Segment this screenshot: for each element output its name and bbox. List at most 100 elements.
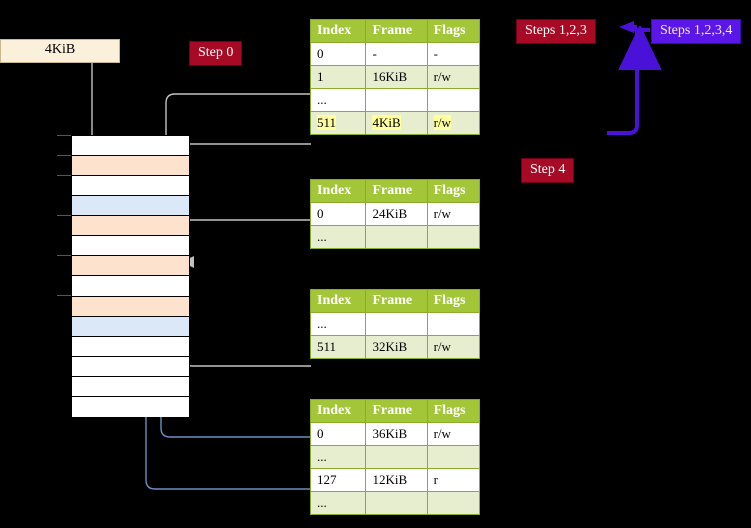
cell-index: ... xyxy=(309,225,367,249)
connector-pml4-to-memory xyxy=(166,93,311,150)
badge-steps-1234-label: Steps 1,2,3,4 xyxy=(660,23,733,38)
cell-frame xyxy=(365,312,428,336)
cell-flags xyxy=(426,88,481,112)
connector-pdpt-to-memory xyxy=(183,219,311,262)
memory-tick xyxy=(57,175,71,176)
column-header-frame: Frame xyxy=(365,179,428,203)
memory-frame-row xyxy=(72,316,189,337)
column-header-flags: Flags xyxy=(426,399,481,423)
connector-pml4b-to-memory xyxy=(174,143,311,222)
badge-steps-123-label: Steps 1,2,3 xyxy=(525,23,587,38)
table-row[interactable]: 511 4KiB r/w xyxy=(309,111,481,135)
cell-frame: 36KiB xyxy=(365,422,428,446)
steps-return-arrowhead xyxy=(619,21,634,33)
connector-pd-to-memory xyxy=(183,310,311,367)
memory-tick xyxy=(57,255,71,256)
cell-frame: 24KiB xyxy=(365,202,428,226)
memory-frame-row xyxy=(72,196,189,217)
cell-flags: r/w xyxy=(426,335,481,359)
cell-flags: - xyxy=(426,42,481,66)
cell-frame: 12KiB xyxy=(365,468,428,492)
cell-flags: r/w xyxy=(426,202,481,226)
column-header-index: Index xyxy=(309,19,367,43)
table-row[interactable]: ... xyxy=(309,445,481,469)
memory-frame-row xyxy=(72,296,189,317)
connector-pt-row127-to-memory xyxy=(146,339,311,490)
badge-step-4-label: Step 4 xyxy=(530,162,566,177)
cell-flags xyxy=(426,225,481,249)
page-size-box: 4KiB xyxy=(0,39,120,63)
column-header-flags: Flags xyxy=(426,289,481,313)
cell-flags xyxy=(426,445,481,469)
cell-flags: r xyxy=(426,468,481,492)
connector-pt-row0-to-memory xyxy=(161,208,311,438)
cell-index: 1 xyxy=(309,65,367,89)
memory-frame-row xyxy=(72,396,189,417)
memory-frame-row xyxy=(72,176,189,197)
cell-index: 0 xyxy=(309,202,367,226)
cell-flags xyxy=(426,312,481,336)
column-header-frame: Frame xyxy=(365,19,428,43)
cell-frame xyxy=(365,445,428,469)
cell-index: ... xyxy=(309,312,367,336)
memory-frame-row xyxy=(72,156,189,177)
cell-frame xyxy=(365,225,428,249)
cell-index: ... xyxy=(309,88,367,112)
page-size-label: 4KiB xyxy=(44,42,76,57)
column-header-index: Index xyxy=(309,289,367,313)
cell-highlight: 511 xyxy=(317,114,337,130)
table-row[interactable]: ... xyxy=(309,88,481,112)
badge-step-0: Step 0 xyxy=(189,41,243,66)
memory-tick xyxy=(57,135,71,136)
badge-step-0-label: Step 0 xyxy=(198,45,234,60)
table-row[interactable]: 0-- xyxy=(309,42,481,66)
badge-steps-1234: Steps 1,2,3,4 xyxy=(651,19,742,44)
table-row[interactable]: ... xyxy=(309,225,481,249)
column-header-frame: Frame xyxy=(365,399,428,423)
badge-step-4: Step 4 xyxy=(521,158,575,183)
cell-index: 511 xyxy=(309,111,367,135)
cell-frame xyxy=(365,88,428,112)
cell-flags: r/w xyxy=(426,65,481,89)
cell-frame: 32KiB xyxy=(365,335,428,359)
table-row[interactable]: ... xyxy=(309,312,481,336)
cell-index: 0 xyxy=(309,422,367,446)
cell-frame: 16KiB xyxy=(365,65,428,89)
table-row[interactable]: ... xyxy=(309,491,481,515)
memory-frame-row xyxy=(72,276,189,297)
cell-index: 127 xyxy=(309,468,367,492)
physical-memory-column xyxy=(71,135,190,417)
memory-tick xyxy=(57,215,71,216)
column-header-index: Index xyxy=(309,179,367,203)
cell-index: ... xyxy=(309,491,367,515)
cell-highlight: r/w xyxy=(433,114,451,130)
memory-frame-row xyxy=(72,216,189,237)
cell-frame: - xyxy=(365,42,428,66)
memory-tick xyxy=(57,155,71,156)
column-header-flags: Flags xyxy=(426,19,481,43)
cell-index: 511 xyxy=(309,335,367,359)
memory-frame-row xyxy=(72,236,189,257)
column-header-index: Index xyxy=(309,399,367,423)
cell-flags: r/w xyxy=(426,111,481,135)
cell-frame xyxy=(365,491,428,515)
steps-return-arrow xyxy=(607,25,650,135)
badge-steps-123: Steps 1,2,3 xyxy=(516,19,596,44)
memory-tick xyxy=(57,295,71,296)
cell-frame: 4KiB xyxy=(365,111,428,135)
cell-index: 0 xyxy=(309,42,367,66)
